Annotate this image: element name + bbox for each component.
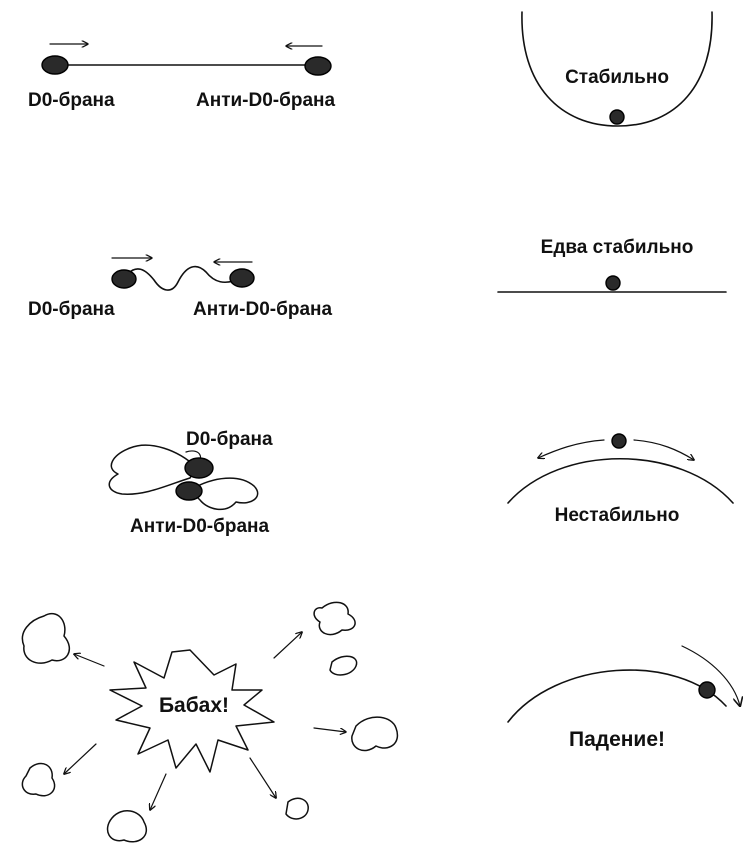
arrow-icon (64, 743, 97, 774)
d0-brane-label: D0-брана (28, 90, 115, 111)
falling-label: Падение! (569, 728, 665, 751)
marginally-stable-label: Едва стабильно (541, 237, 694, 258)
row2-strings-panel: D0-брана Анти-D0-брана (28, 258, 333, 320)
row4-stability-panel: Падение! (507, 645, 740, 751)
anti-d0-brane (229, 268, 255, 288)
row4-explosion-panel: Бабах! (21, 601, 399, 843)
tangled-string-loop (189, 477, 259, 511)
arrow-icon (249, 757, 276, 798)
d0-brane (111, 269, 137, 289)
row1-strings-panel: D0-брана Анти-D0-брана (28, 44, 336, 111)
row3-strings-panel: D0-брана Анти-D0-брана (108, 429, 273, 537)
arrow-icon (313, 727, 346, 732)
row3-stability-panel: Нестабильно (507, 433, 734, 526)
potential-well-curve (521, 11, 713, 127)
d0-brane (41, 55, 69, 75)
explosion-burst (109, 649, 275, 773)
anti-d0-brane-label: Анти-D0-брана (193, 299, 333, 320)
row1-stability-panel: Стабильно (521, 11, 713, 127)
tangled-string-loop (108, 444, 197, 495)
arrow-down-right-icon (681, 645, 740, 706)
unstable-label: Нестабильно (555, 505, 680, 526)
d0-brane (184, 457, 214, 479)
potential-hill-curve (507, 669, 727, 723)
arrow-left-icon (538, 439, 605, 458)
anti-d0-brane (175, 481, 203, 501)
string-debris (329, 655, 358, 676)
d0-brane-label: D0-брана (186, 429, 273, 450)
stable-ball (609, 109, 625, 125)
arrow-right-icon (633, 439, 694, 460)
anti-d0-brane-label: Анти-D0-брана (130, 516, 270, 537)
arrow-icon (74, 654, 105, 667)
stable-label: Стабильно (565, 67, 669, 88)
row2-stability-panel: Едва стабильно (497, 237, 727, 293)
anti-d0-brane-label: Анти-D0-брана (196, 90, 336, 111)
arrow-icon (273, 632, 302, 659)
string-debris (313, 601, 356, 636)
string-debris (106, 810, 147, 843)
string-debris (351, 716, 399, 752)
arrow-icon (150, 773, 167, 810)
string-debris (21, 613, 70, 664)
string-debris (285, 797, 309, 820)
falling-ball (698, 681, 716, 699)
unstable-ball (611, 433, 627, 449)
d0-brane-label: D0-брана (28, 299, 115, 320)
open-string-wavy (123, 265, 243, 291)
potential-hill-curve (507, 458, 734, 504)
anti-d0-brane (304, 56, 332, 76)
marginal-ball (605, 275, 621, 291)
string-debris (21, 762, 56, 797)
explosion-label: Бабах! (159, 694, 229, 717)
